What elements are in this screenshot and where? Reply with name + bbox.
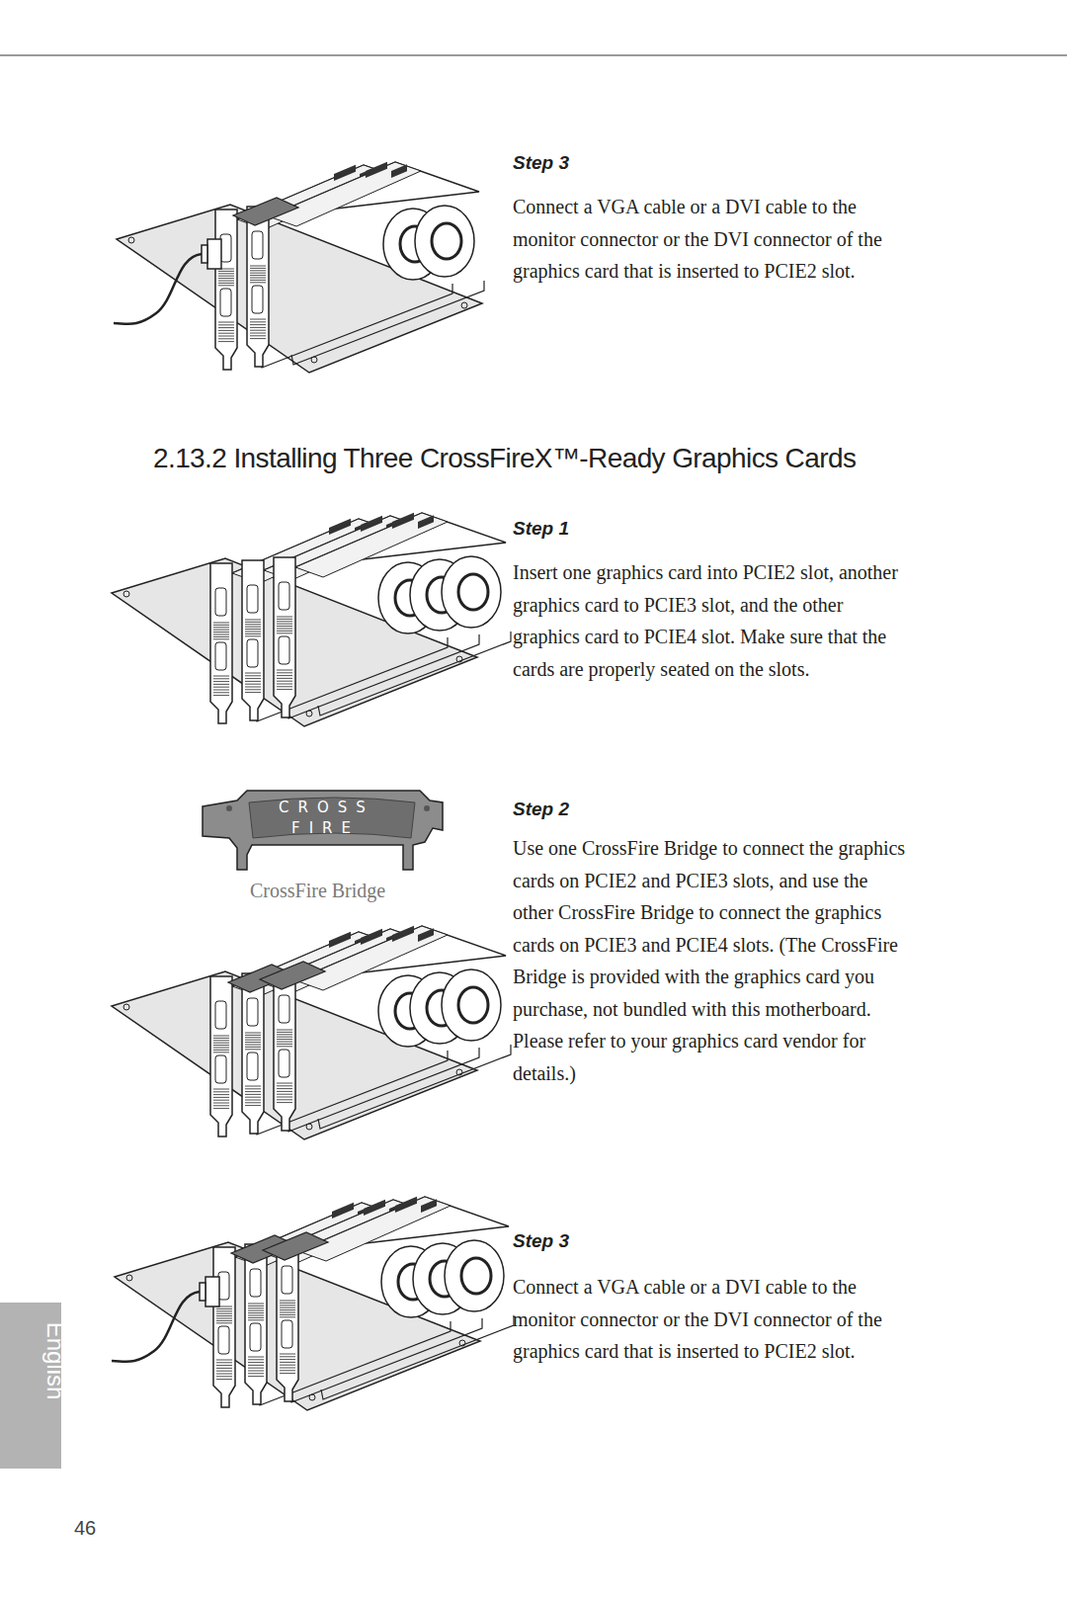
step-heading: Step 3 (512, 1230, 570, 1252)
section-heading: 2.13.2 Installing Three CrossFireX™-Read… (153, 442, 856, 475)
step-heading: Step 3 (512, 152, 570, 174)
crossfire-bridge (202, 790, 443, 870)
card-figures (111, 162, 514, 1410)
step-heading: Step 1 (512, 517, 570, 540)
top-rule (0, 54, 1067, 57)
step-text: Connect a VGA cable or a DVI cable to th… (512, 1270, 908, 1368)
step-text: Use one CrossFire Bridge to connect the … (512, 831, 908, 1089)
language-tab-text: English (41, 1320, 70, 1399)
bridge-text: FIRE (291, 819, 360, 837)
figure-caption: CrossFire Bridge (249, 879, 386, 903)
step-text: Connect a VGA cable or a DVI cable to th… (512, 190, 908, 288)
page-number: 46 (74, 1516, 96, 1540)
bridge-text: CROSS (278, 798, 375, 817)
step-heading: Step 2 (512, 798, 570, 821)
step-text: Insert one graphics card into PCIE2 slot… (512, 556, 908, 685)
